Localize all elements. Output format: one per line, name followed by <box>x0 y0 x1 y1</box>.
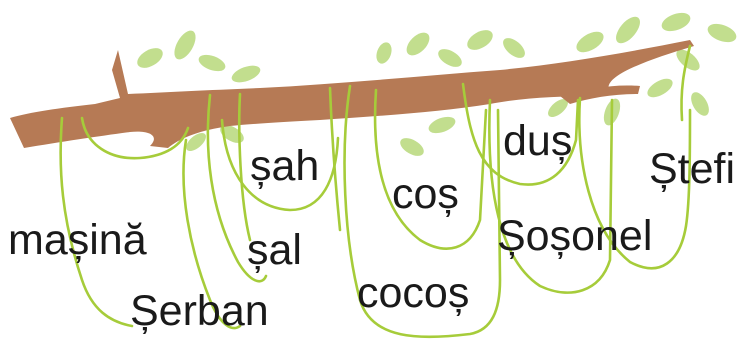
leaf <box>573 28 607 57</box>
word-masina: mașină <box>8 219 147 262</box>
leaf <box>170 27 200 63</box>
word-sah: șah <box>250 145 319 188</box>
leaf <box>659 9 693 34</box>
leaf <box>426 114 457 137</box>
leaf <box>134 44 166 72</box>
leaf <box>374 40 395 65</box>
leaf <box>500 34 529 61</box>
leaf <box>196 52 227 75</box>
branch <box>10 40 694 148</box>
leaf <box>464 26 496 54</box>
word-sosonel: Șoșonel <box>497 215 652 258</box>
leaf <box>230 62 263 85</box>
leaf <box>397 134 427 159</box>
word-dus: duș <box>503 120 572 163</box>
leaf <box>705 20 739 45</box>
leaf <box>644 75 675 101</box>
word-cos: coș <box>392 173 459 216</box>
word-serban: Șerban <box>130 290 269 333</box>
leaf <box>435 45 465 70</box>
leaf <box>612 13 645 48</box>
word-cocos: cocoș <box>357 272 469 315</box>
word-stefi: Ștefi <box>649 148 735 191</box>
word-sal: șal <box>247 229 302 272</box>
leaf <box>402 28 433 59</box>
